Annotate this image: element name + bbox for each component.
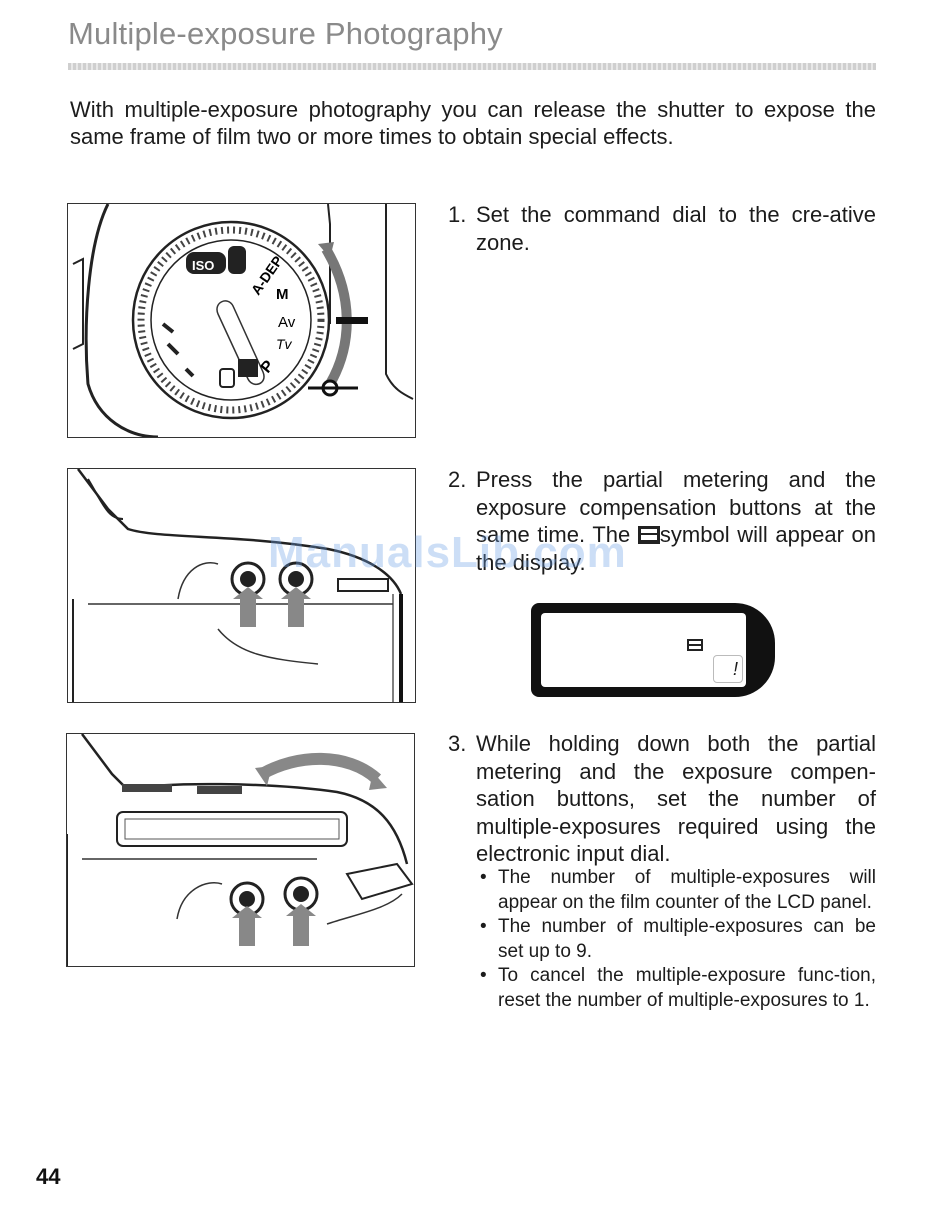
- note-text: To cancel the multiple-exposure func-tio…: [498, 965, 876, 1011]
- title-rule: [68, 63, 876, 70]
- bullet-icon: •: [480, 867, 487, 888]
- dial-label-m: M: [276, 286, 289, 303]
- note-item: • To cancel the multiple-exposure func-ti…: [478, 964, 876, 1013]
- figure-input-dial: [66, 733, 415, 967]
- notes-list: • The number of multiple-exposures will a…: [478, 866, 876, 1013]
- figure-metering-buttons: [67, 468, 416, 703]
- step-text: Press the partial metering and the expos…: [476, 466, 876, 576]
- note-text: The number of multiple-exposures will ap…: [498, 867, 876, 913]
- dial-label-av: Av: [278, 314, 296, 331]
- bullet-icon: •: [480, 916, 487, 937]
- lcd-film-counter: !: [713, 655, 743, 683]
- dial-label-tv: Tv: [276, 336, 293, 352]
- step-3: 3. While holding down both the partial m…: [448, 730, 876, 868]
- lcd-multi-exposure-icon: [687, 639, 703, 651]
- dial-label-iso: ISO: [192, 258, 214, 273]
- step-number: 1.: [448, 202, 467, 227]
- step-text: Set the command dial to the cre-ative zo…: [476, 202, 876, 255]
- step-number: 3.: [448, 731, 467, 756]
- note-item: • The number of multiple-exposures will a…: [478, 866, 876, 915]
- metering-buttons-illustration: [72, 469, 403, 702]
- lcd-panel: !: [531, 603, 775, 697]
- multi-exposure-icon: [637, 526, 660, 544]
- note-item: • The number of multiple-exposures can be…: [478, 915, 876, 964]
- lcd-screen: !: [541, 613, 746, 687]
- intro-paragraph: With multiple-exposure photography you c…: [70, 97, 876, 149]
- input-dial-illustration: [67, 734, 414, 966]
- step-number: 2.: [448, 467, 467, 492]
- step-1: 1. Set the command dial to the cre-ative…: [448, 201, 876, 256]
- lcd-counter-value: !: [732, 659, 738, 679]
- bullet-icon: •: [480, 965, 487, 986]
- page-title: Multiple-exposure Photography: [68, 16, 503, 51]
- page-number: 44: [36, 1164, 61, 1189]
- step-text-before: Press the partial metering and the expos…: [476, 467, 876, 547]
- step-2: 2. Press the partial metering and the ex…: [448, 466, 876, 576]
- step-text: While holding down both the partial mete…: [476, 731, 876, 866]
- command-dial-illustration: A-DEP M Av Tv P ISO: [72, 204, 414, 437]
- note-text: The number of multiple-exposures can be …: [498, 916, 876, 962]
- figure-command-dial: A-DEP M Av Tv P ISO: [67, 203, 416, 438]
- step-text-after: symbol will appear on the display.: [476, 522, 876, 575]
